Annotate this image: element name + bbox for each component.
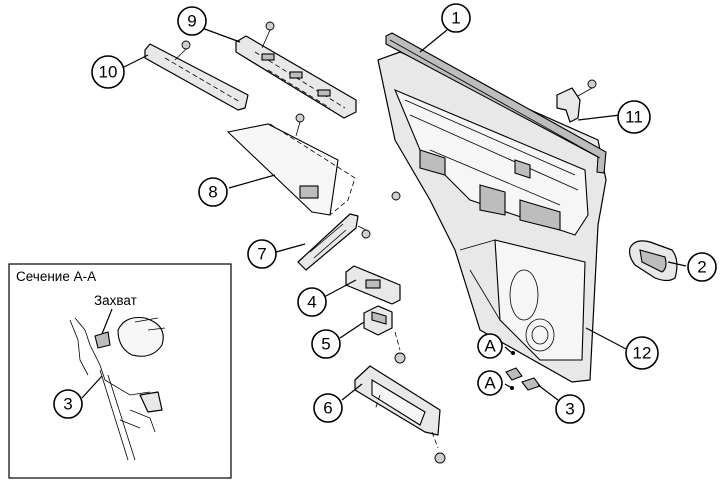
switch-plate [345, 265, 401, 305]
door-weatherstrip [385, 32, 607, 174]
upper-garnish-strip [144, 40, 249, 111]
callout-12-label: 12 [633, 344, 652, 363]
callout-a-lower-label: A [484, 374, 496, 393]
callout-3-section-label: 3 [63, 395, 72, 414]
callout-7-label: 7 [257, 245, 266, 264]
inner-handle-bezel [628, 240, 678, 282]
callout-6: 6 [313, 393, 343, 423]
callout-3-section: 3 [53, 389, 83, 419]
callout-1: 1 [441, 3, 471, 33]
callout-1-label: 1 [451, 9, 460, 28]
door-trim-panel [377, 51, 607, 383]
pull-handle-bracket [297, 191, 401, 271]
leader-lines [81, 27, 687, 401]
armrest-pad [226, 113, 356, 216]
callout-7: 7 [247, 239, 277, 269]
door-pocket [354, 365, 446, 464]
callout-2-label: 2 [697, 258, 706, 277]
callout-5: 5 [311, 329, 341, 359]
armrest-rail [235, 21, 357, 119]
window-switch [363, 305, 406, 364]
callout-8-label: 8 [208, 183, 217, 202]
callout-5-label: 5 [321, 335, 330, 354]
callout-a-lower: A [477, 370, 503, 396]
callout-12: 12 [625, 336, 659, 370]
callout-11-label: 11 [625, 108, 643, 127]
section-title: Сечение А-А [16, 269, 96, 284]
callout-3: 3 [555, 394, 585, 424]
callout-a-upper-label: A [484, 337, 496, 356]
latch-label: Захват [94, 293, 137, 308]
trim-bracket [556, 79, 597, 123]
callout-8: 8 [198, 177, 228, 207]
callout-4: 4 [297, 287, 327, 317]
callout-10: 10 [91, 55, 125, 89]
callout-10-label: 10 [99, 63, 118, 82]
callout-2: 2 [687, 252, 717, 282]
callout-6-label: 6 [323, 399, 332, 418]
callout-3-label: 3 [565, 400, 574, 419]
callout-4-label: 4 [307, 293, 316, 312]
callout-11: 11 [617, 100, 651, 134]
section-aa-inset: Сечение А-А Захват [8, 263, 232, 479]
callout-a-upper: A [477, 333, 503, 359]
callout-9-label: 9 [187, 12, 196, 31]
callout-9: 9 [177, 6, 207, 36]
